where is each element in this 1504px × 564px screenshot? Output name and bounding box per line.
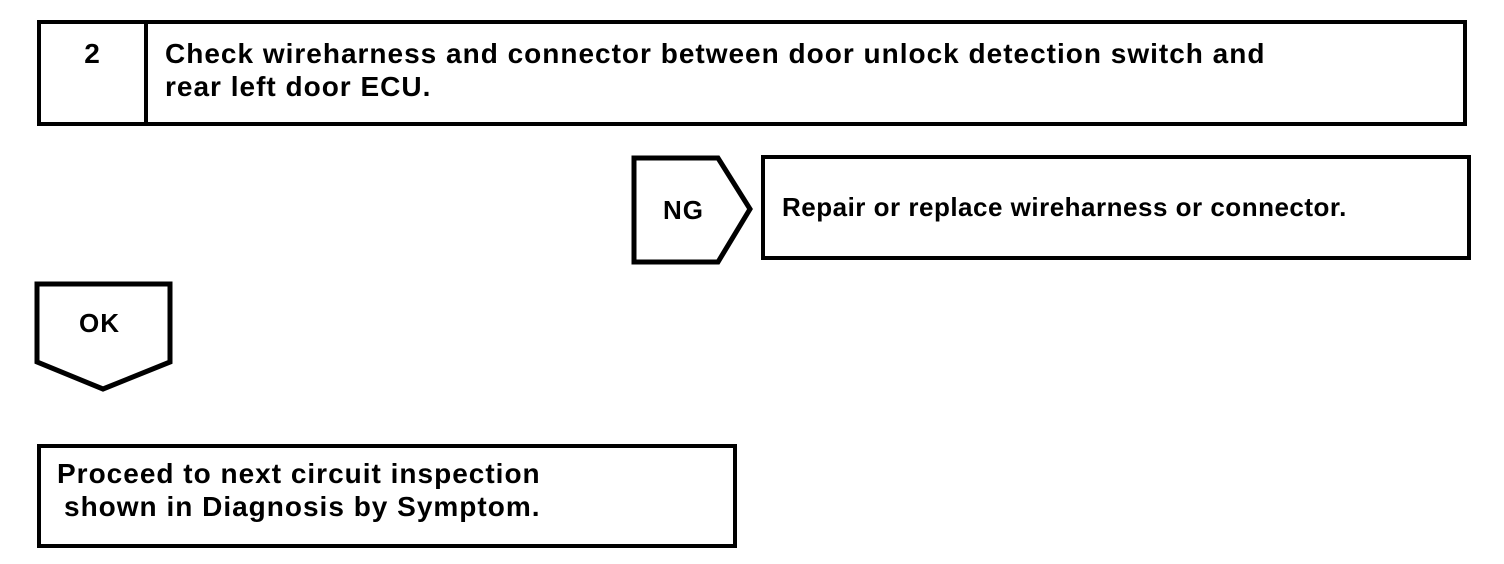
ng-action-text: Repair or replace wireharness or connect… bbox=[782, 192, 1347, 222]
result-box: Proceed to next circuit inspection shown… bbox=[37, 444, 737, 548]
ng-connector: NG bbox=[631, 155, 753, 265]
ng-pentagon-icon bbox=[631, 155, 753, 265]
ng-label: NG bbox=[663, 195, 704, 225]
step-box: 2 Check wireharness and connector betwee… bbox=[37, 20, 1467, 126]
step-instruction-line-1: Check wireharness and connector between … bbox=[165, 38, 1266, 69]
ok-label: OK bbox=[79, 308, 120, 338]
ng-action-box: Repair or replace wireharness or connect… bbox=[761, 155, 1471, 260]
result-line-2: shown in Diagnosis by Symptom. bbox=[64, 491, 541, 522]
result-line-1: Proceed to next circuit inspection bbox=[57, 458, 541, 489]
step-number: 2 bbox=[41, 24, 148, 122]
ok-pentagon-icon bbox=[34, 281, 173, 392]
step-instruction-line-2: rear left door ECU. bbox=[165, 71, 432, 102]
ok-connector: OK bbox=[34, 281, 174, 393]
step-instruction: Check wireharness and connector between … bbox=[148, 24, 1463, 122]
